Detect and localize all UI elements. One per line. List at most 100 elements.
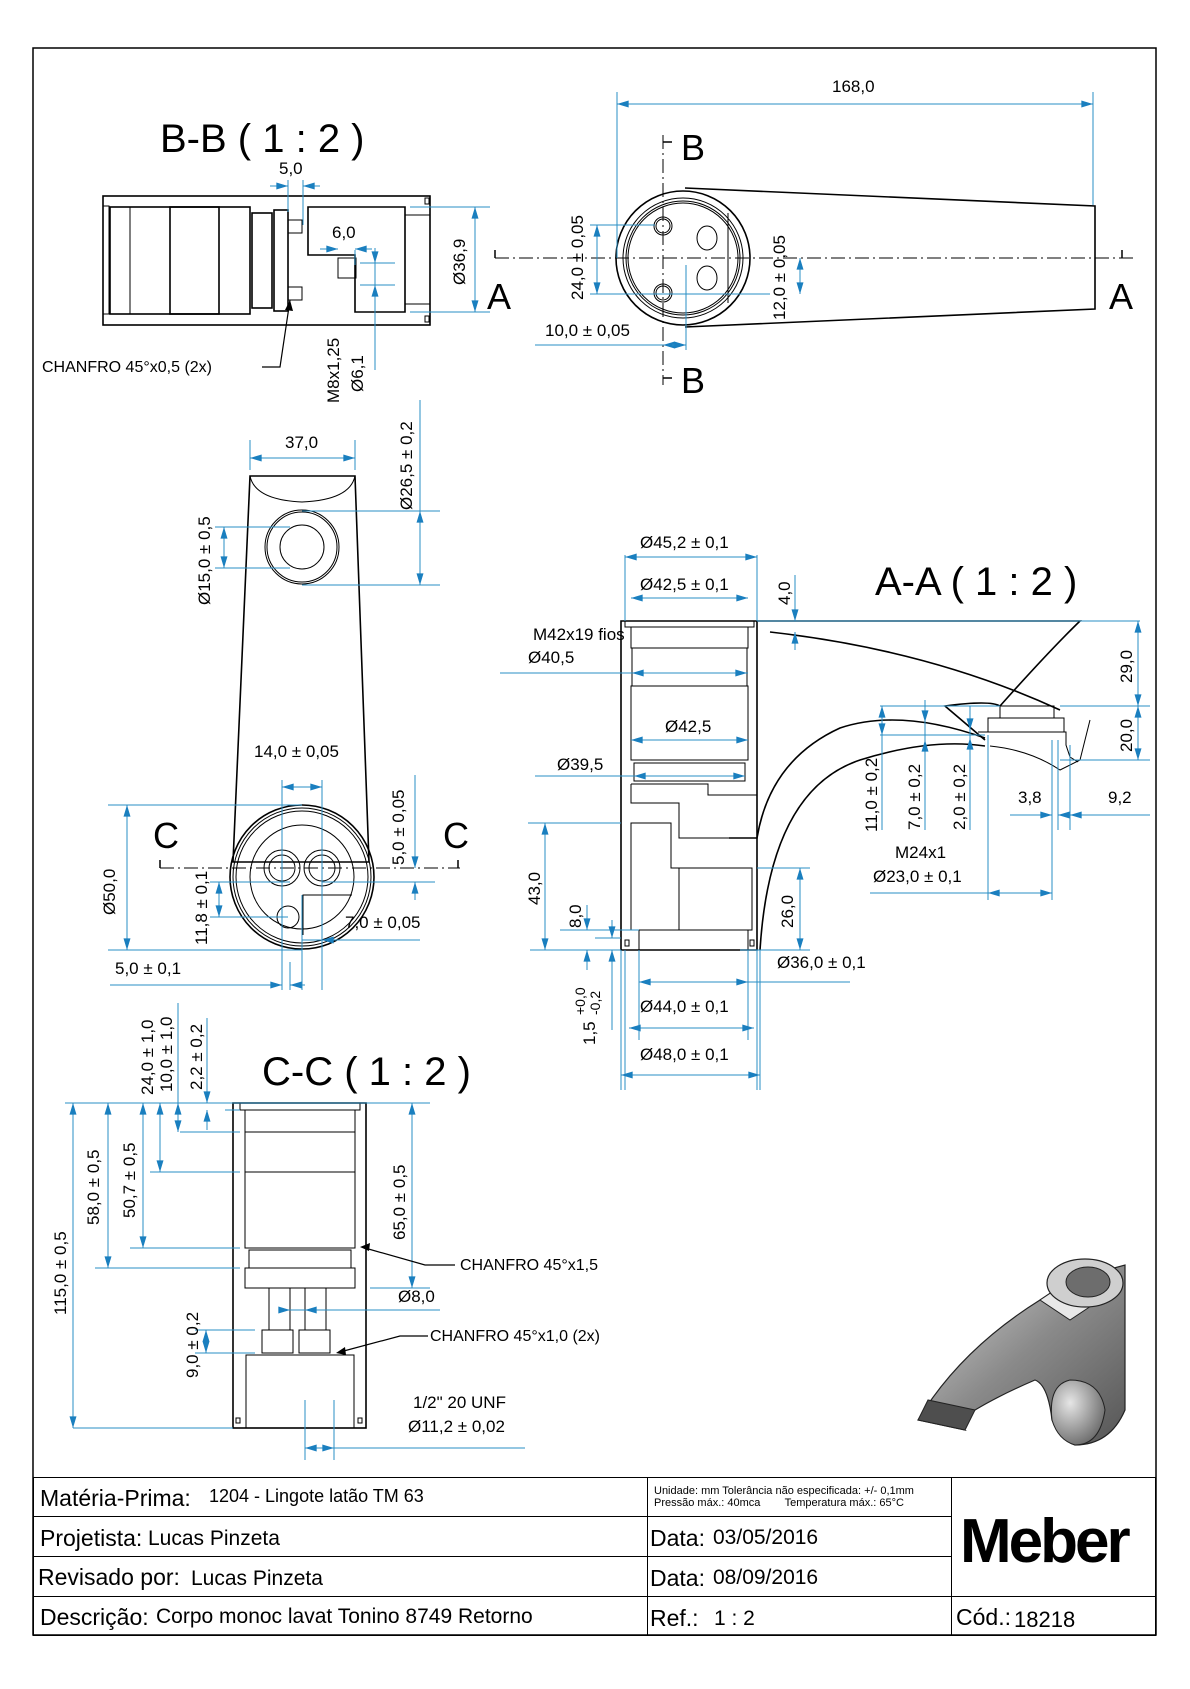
tb-projetista-cell: Projetista: Lucas Pinzeta xyxy=(33,1516,648,1557)
dim-cc-d65: 65,0 ± 0,5 xyxy=(390,1165,409,1241)
note-bb-chanfro: CHANFRO 45°x0,5 (2x) xyxy=(42,359,212,376)
tb-descricao-cell: Descrição: Corpo monoc lavat Tonino 8749… xyxy=(33,1596,648,1636)
section-b-bottom-label: B xyxy=(681,360,705,401)
tb-materia-label: Matéria-Prima: xyxy=(40,1485,191,1511)
dim-cc-unf: 1/2" 20 UNF xyxy=(413,1393,506,1412)
dim-aa-d92: 9,2 xyxy=(1108,788,1132,807)
dim-aa-d425: Ø42,5 xyxy=(665,717,711,736)
section-b-top-label: B xyxy=(681,127,705,168)
tb-data2-label: Data: xyxy=(650,1565,705,1591)
tb-specs-line2: Pressão máx.: 40mca Temperatura máx.: 65… xyxy=(654,1497,904,1509)
dim-aa-d38: 3,8 xyxy=(1018,788,1042,807)
view-front: C C 37,0 Ø26,5 ± 0,2 Ø15,0 ± 0,5 14,0 ± … xyxy=(100,400,469,990)
dim-front-7005: 7,0 ± 0,05 xyxy=(345,913,421,932)
aa-geometry xyxy=(620,620,1091,951)
dim-cc-d58: 58,0 ± 0,5 xyxy=(84,1150,103,1226)
view-aa-title: A-A ( 1 : 2 ) xyxy=(875,560,1077,604)
dim-aa-d425t: Ø42,5 ± 0,1 xyxy=(640,575,729,594)
dim-cc-d507: 50,7 ± 0,5 xyxy=(120,1143,139,1219)
dim-cc-d24: 24,0 ± 1,0 xyxy=(138,1020,157,1096)
dim-aa-d43: 43,0 xyxy=(525,872,544,905)
section-a-left-label: A xyxy=(487,276,511,317)
tb-cod-label: Cód.: xyxy=(956,1604,1011,1630)
tb-logo-cell: Meber xyxy=(951,1477,1156,1597)
view-bb-title: B-B ( 1 : 2 ) xyxy=(160,117,365,161)
cc-dimensions: 115,0 ± 0,5 58,0 ± 0,5 50,7 ± 0,5 24,0 ±… xyxy=(51,1003,525,1460)
note-cc-chanfro2: CHANFRO 45°x1,0 (2x) xyxy=(430,1328,600,1345)
dim-front-d50: Ø50,0 xyxy=(100,869,119,915)
tb-data2-cell: Data: 08/09/2016 xyxy=(647,1556,952,1597)
dim-cc-d8: Ø8,0 xyxy=(398,1287,435,1306)
dim-cc-d10: 10,0 ± 1,0 xyxy=(157,1017,176,1093)
dim-bb-5: 5,0 xyxy=(279,159,303,178)
dim-aa-d23: Ø23,0 ± 0,1 xyxy=(873,867,962,886)
dim-front-501: 5,0 ± 0,1 xyxy=(115,959,181,978)
dim-aa-d44: Ø44,0 ± 0,1 xyxy=(640,997,729,1016)
section-c-right-label: C xyxy=(443,815,469,856)
dim-aa-d4: 4,0 xyxy=(775,581,794,605)
view-aa: A-A ( 1 : 2 ) xyxy=(500,533,1150,1090)
title-block: Matéria-Prima: 1204 - Lingote latão TM 6… xyxy=(33,1477,1156,1636)
dim-aa-d7: 7,0 ± 0,2 xyxy=(905,764,924,830)
dim-top-24: 24,0 ± 0,05 xyxy=(568,215,587,300)
front-dimensions: 37,0 Ø26,5 ± 0,2 Ø15,0 ± 0,5 14,0 ± 0,05… xyxy=(100,400,440,990)
dim-aa-m24: M24x1 xyxy=(895,843,946,862)
dim-aa-d15-lo: -0,2 xyxy=(587,991,603,1015)
tb-cod-value: 18218 xyxy=(1014,1607,1076,1632)
dim-top-168: 168,0 xyxy=(832,77,875,96)
bb-geometry xyxy=(102,195,431,326)
dim-aa-d36: Ø36,0 ± 0,1 xyxy=(777,953,866,972)
dim-aa-d405: Ø40,5 xyxy=(528,648,574,667)
dim-aa-d26: 26,0 xyxy=(778,895,797,928)
tb-ref-label: Ref.: xyxy=(650,1605,699,1631)
tb-ref-cell: Ref.: 1 : 2 xyxy=(647,1596,952,1636)
dim-aa-d15-up: +0,0 xyxy=(572,987,588,1015)
tb-data1-value: 03/05/2016 xyxy=(713,1526,819,1549)
dim-bb-d369: Ø36,9 xyxy=(450,239,469,285)
dim-front-37: 37,0 xyxy=(285,433,318,452)
view-bb: B-B ( 1 : 2 ) 5,0 xyxy=(42,117,490,403)
tb-materia-value: 1204 - Lingote latão TM 63 xyxy=(209,1486,424,1506)
dim-top-10: 10,0 ± 0,05 xyxy=(545,321,630,340)
cc-geometry xyxy=(232,1102,367,1429)
dim-cc-d115: 115,0 ± 0,5 xyxy=(51,1231,70,1315)
dim-aa-d29: 29,0 xyxy=(1117,650,1136,683)
tb-descricao-value: Corpo monoc lavat Tonino 8749 Retorno xyxy=(156,1605,533,1628)
dim-aa-m42: M42x19 fios xyxy=(533,625,625,644)
dim-front-14: 14,0 ± 0,05 xyxy=(254,742,339,761)
dim-bb-6: 6,0 xyxy=(332,223,356,242)
isometric-render xyxy=(917,1258,1126,1446)
tb-materia-cell: Matéria-Prima: 1204 - Lingote latão TM 6… xyxy=(33,1477,648,1517)
dim-aa-d395: Ø39,5 xyxy=(557,755,603,774)
top-dimensions: 168,0 24,0 ± 0,05 12,0 ± 0,05 10,0 ± 0,0… xyxy=(535,77,1094,350)
view-cc-title: C-C ( 1 : 2 ) xyxy=(262,1050,471,1094)
dim-bb-d61: Ø6,1 xyxy=(348,355,367,392)
dim-front-118: 11,8 ± 0,1 xyxy=(192,871,211,945)
dim-cc-d9: 9,0 ± 0,2 xyxy=(183,1312,202,1378)
dim-front-5005: 5,0 ± 0,05 xyxy=(389,790,408,866)
dim-aa-d452: Ø45,2 ± 0,1 xyxy=(640,533,729,552)
tb-revisado-label: Revisado por: xyxy=(38,1564,180,1590)
dim-cc-d112: Ø11,2 ± 0,02 xyxy=(408,1417,505,1436)
dim-aa-d11: 11,0 ± 0,2 xyxy=(862,758,881,832)
dim-front-d265: Ø26,5 ± 0,2 xyxy=(397,421,416,510)
section-a-right-label: A xyxy=(1109,276,1133,317)
company-logo: Meber xyxy=(960,1507,1131,1576)
tb-specs-line1: Unidade: mm Tolerância não especificada:… xyxy=(654,1485,914,1497)
dim-aa-d20: 20,0 xyxy=(1117,719,1136,752)
dim-aa-d15: 1,5 xyxy=(580,1021,599,1045)
dim-front-d15: Ø15,0 ± 0,5 xyxy=(195,516,214,605)
tb-projetista-label: Projetista: xyxy=(40,1525,143,1551)
view-cc: C-C ( 1 : 2 ) 115,0 ± 0,5 xyxy=(51,1003,600,1460)
tb-data1-label: Data: xyxy=(650,1525,705,1551)
dim-top-12: 12,0 ± 0,05 xyxy=(770,235,789,320)
tb-specs-cell: Unidade: mm Tolerância não especificada:… xyxy=(647,1477,952,1517)
tb-data2-value: 08/09/2016 xyxy=(713,1566,819,1589)
tb-revisado-cell: Revisado por: Lucas Pinzeta xyxy=(33,1556,648,1597)
dim-aa-d8: 8,0 xyxy=(566,904,585,928)
tb-descricao-label: Descrição: xyxy=(40,1604,149,1630)
note-cc-chanfro1: CHANFRO 45°x1,5 xyxy=(460,1257,598,1274)
tb-projetista-value: Lucas Pinzeta xyxy=(148,1527,280,1550)
tb-data1-cell: Data: 03/05/2016 xyxy=(647,1516,952,1557)
